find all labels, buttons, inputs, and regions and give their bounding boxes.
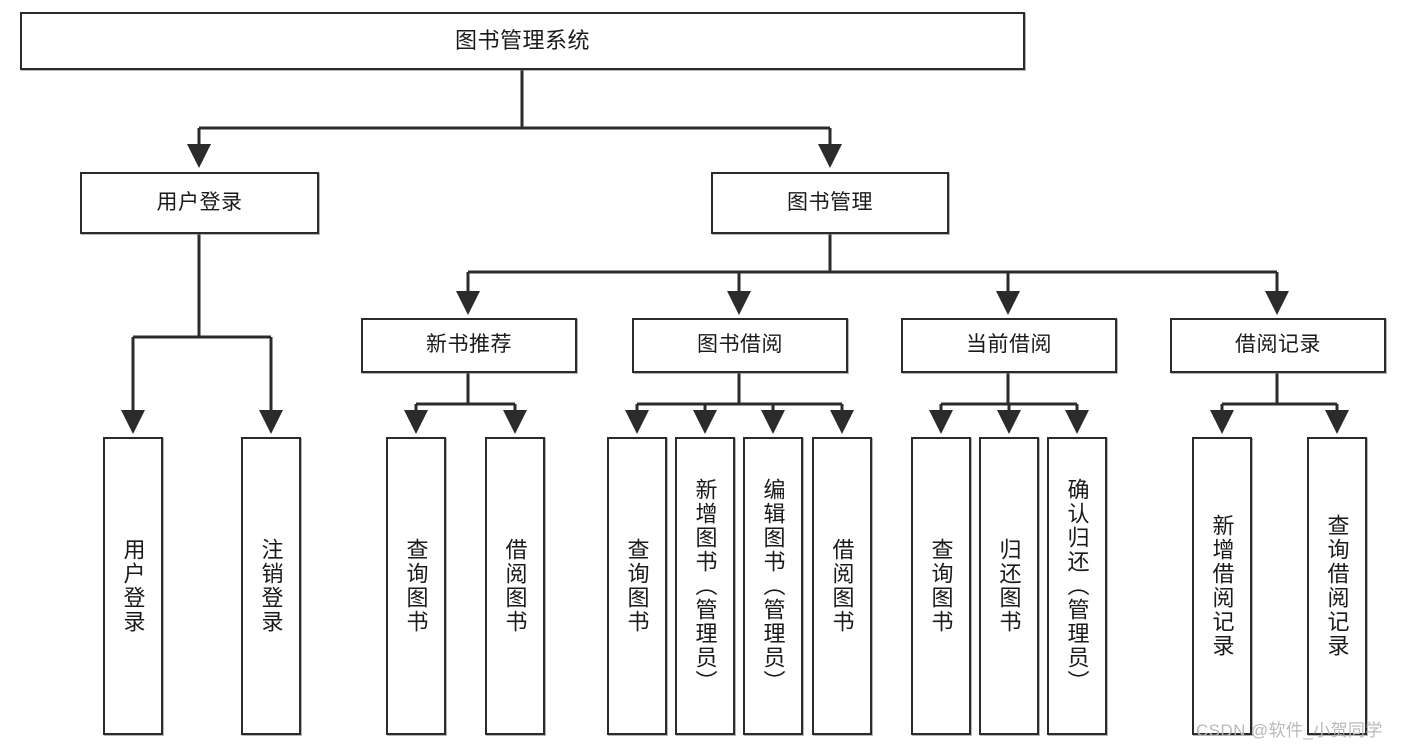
node-current-borrow[interactable]: 当前借阅 <box>901 318 1117 373</box>
node-user-login-label: 用户登录 <box>156 190 243 214</box>
node-borrow-record-label: 借阅记录 <box>1235 333 1321 357</box>
node-user-login[interactable]: 用户登录 <box>80 172 319 234</box>
node-leaf-edit-book-label: 编辑图书（管理员） <box>760 478 786 694</box>
node-book-borrow[interactable]: 图书借阅 <box>632 318 848 373</box>
node-leaf-query-book-2[interactable]: 查询图书 <box>607 437 667 735</box>
node-leaf-add-book-label: 新增图书（管理员） <box>692 478 718 694</box>
node-book-manage[interactable]: 图书管理 <box>711 172 949 234</box>
node-leaf-add-record-label: 新增借阅记录 <box>1209 514 1235 658</box>
node-root-label: 图书管理系统 <box>454 28 590 54</box>
node-leaf-confirm-return-label: 确认归还（管理员） <box>1064 478 1090 694</box>
node-new-book-recommend-label: 新书推荐 <box>426 333 512 357</box>
node-borrow-record[interactable]: 借阅记录 <box>1170 318 1386 373</box>
node-leaf-query-record[interactable]: 查询借阅记录 <box>1307 437 1367 735</box>
node-leaf-borrow-book-1-label: 借阅图书 <box>502 538 528 634</box>
node-current-borrow-label: 当前借阅 <box>966 333 1052 357</box>
node-leaf-return-book-label: 归还图书 <box>996 538 1022 634</box>
node-leaf-query-book-2-label: 查询图书 <box>624 538 650 634</box>
node-leaf-query-book-3[interactable]: 查询图书 <box>911 437 971 735</box>
node-book-borrow-label: 图书借阅 <box>697 333 783 357</box>
node-leaf-borrow-book-1[interactable]: 借阅图书 <box>485 437 545 735</box>
node-leaf-add-book[interactable]: 新增图书（管理员） <box>675 437 735 735</box>
node-root[interactable]: 图书管理系统 <box>20 12 1025 70</box>
node-leaf-user-login-label: 用户登录 <box>120 538 146 634</box>
node-leaf-return-book[interactable]: 归还图书 <box>979 437 1039 735</box>
node-leaf-query-record-label: 查询借阅记录 <box>1324 514 1350 658</box>
node-new-book-recommend[interactable]: 新书推荐 <box>361 318 577 373</box>
node-leaf-query-book-1[interactable]: 查询图书 <box>386 437 446 735</box>
node-leaf-user-login[interactable]: 用户登录 <box>103 437 163 735</box>
node-leaf-confirm-return[interactable]: 确认归还（管理员） <box>1047 437 1107 735</box>
node-leaf-user-logout[interactable]: 注销登录 <box>241 437 301 735</box>
node-leaf-add-record[interactable]: 新增借阅记录 <box>1192 437 1252 735</box>
node-leaf-query-book-1-label: 查询图书 <box>403 538 429 634</box>
csdn-watermark: CSDN @软件_小贺同学 <box>1196 721 1383 740</box>
node-leaf-user-logout-label: 注销登录 <box>258 538 284 634</box>
node-leaf-borrow-book-2[interactable]: 借阅图书 <box>812 437 872 735</box>
node-leaf-query-book-3-label: 查询图书 <box>928 538 954 634</box>
node-book-manage-label: 图书管理 <box>787 190 873 214</box>
node-leaf-edit-book[interactable]: 编辑图书（管理员） <box>743 437 803 735</box>
node-leaf-borrow-book-2-label: 借阅图书 <box>829 538 855 634</box>
